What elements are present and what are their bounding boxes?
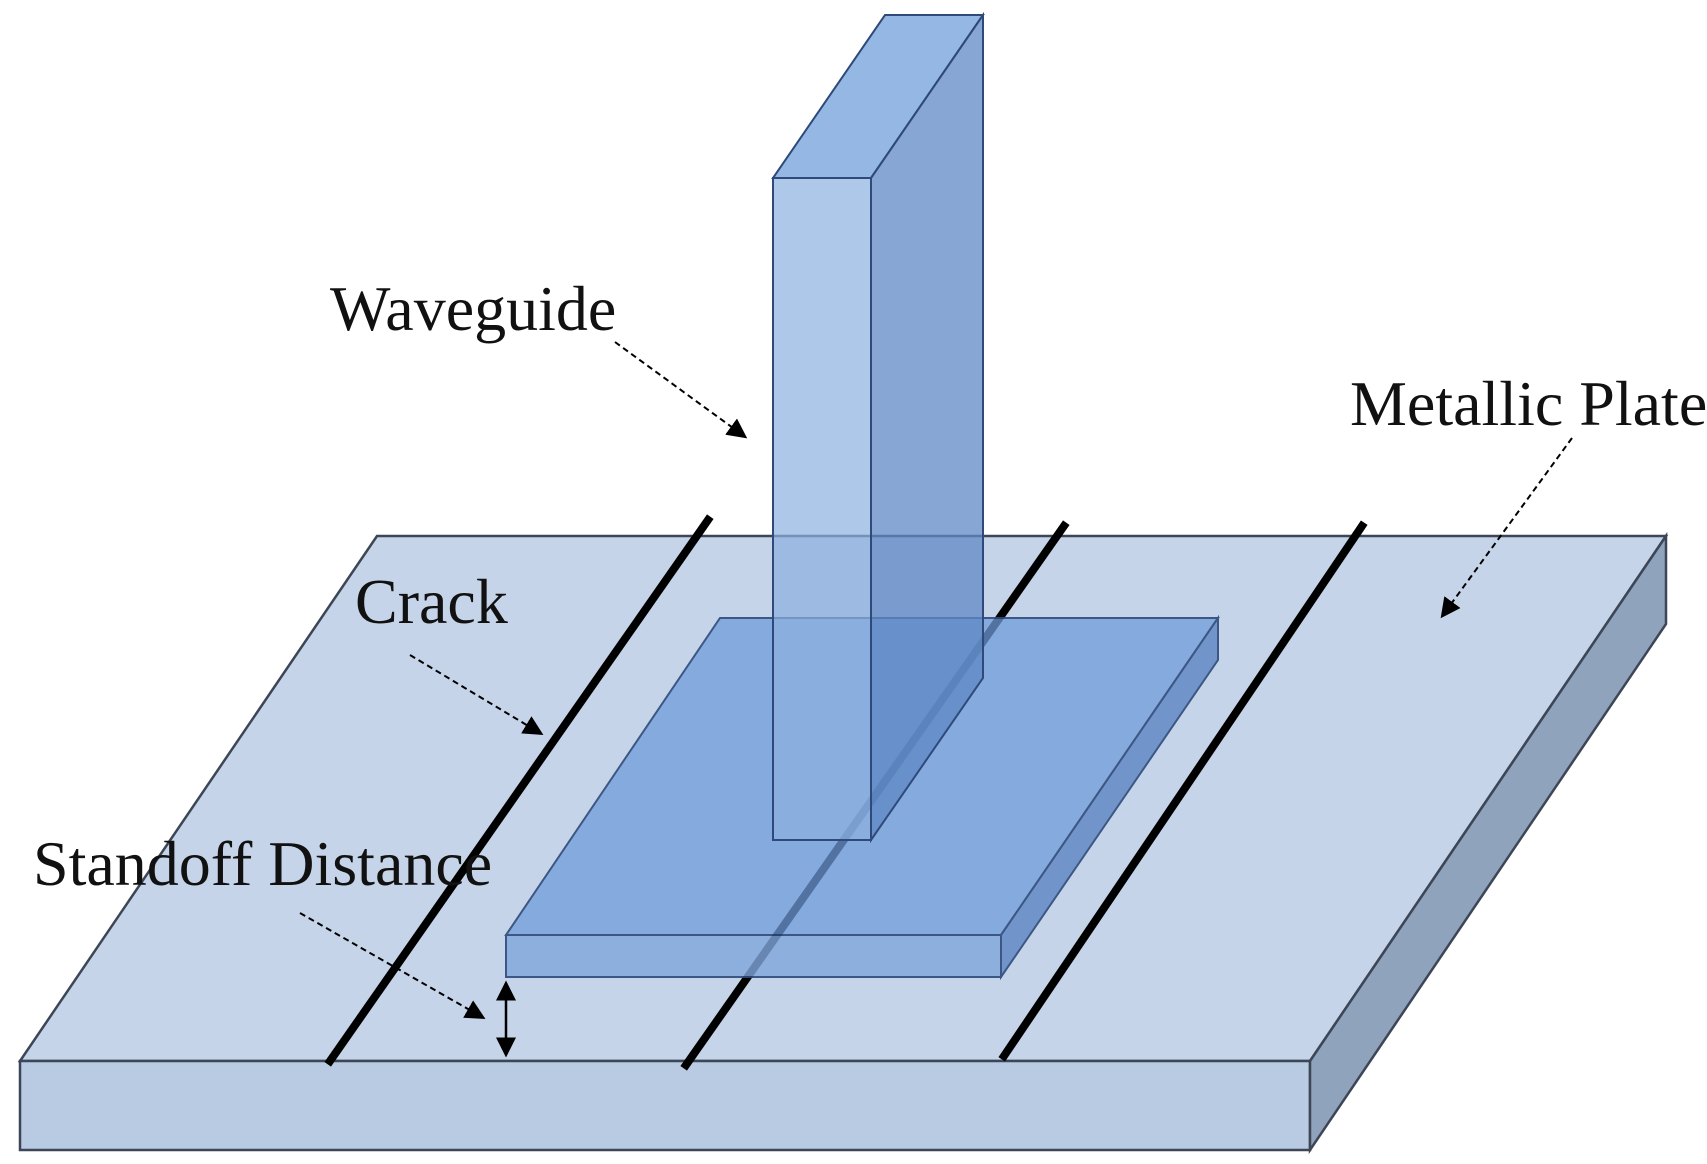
waveguide-column — [771, 11, 985, 844]
standoff-distance-label: Standoff Distance — [33, 828, 492, 899]
waveguide-front-face — [772, 177, 872, 841]
flange-front-face — [505, 934, 1002, 978]
crack-line-left — [324, 514, 714, 1067]
plate-side-face — [1308, 531, 1668, 1155]
metallic-plate-leader-arrow — [1440, 437, 1573, 619]
plate-front-face — [18, 1059, 1312, 1152]
waveguide-leader-arrow — [614, 341, 748, 439]
metallic-plate-label: Metallic Plate — [1350, 368, 1707, 439]
crack-leader-arrow — [409, 654, 544, 736]
waveguide-label: Waveguide — [330, 273, 616, 344]
waveguide-flange — [504, 614, 1220, 981]
flange-side-face — [1000, 614, 1219, 981]
crack-line-right — [998, 520, 1368, 1062]
crack-label: Crack — [355, 566, 508, 637]
leader-arrows — [299, 341, 1573, 1019]
standoff-leader-arrow — [299, 912, 486, 1019]
